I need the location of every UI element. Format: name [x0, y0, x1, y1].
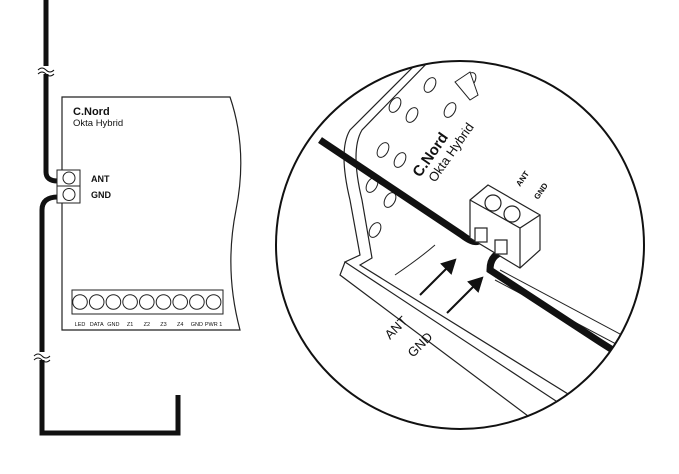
detail-magnifier: C.Nord Okta Hybrid ANT GND ANT GND [275, 60, 645, 430]
detail-wire-ant: ANT [382, 313, 411, 342]
vent-holes [365, 72, 477, 238]
detail-block-gnd: GND [532, 181, 550, 201]
io-terminal [88, 294, 105, 310]
io-terminal [155, 294, 172, 310]
detail-terminal-block [469, 184, 541, 269]
magnifier-circle [275, 60, 645, 430]
io-terminal [72, 294, 88, 310]
pin-label: LED [75, 322, 86, 328]
io-terminal [205, 294, 222, 310]
pin-label: GND [107, 322, 119, 328]
io-terminal [172, 294, 188, 310]
pin-label: PWR 1 [205, 322, 222, 328]
pin-label: Z3 [160, 322, 166, 328]
io-terminal [122, 294, 138, 310]
pin-label: Z4 [177, 322, 183, 328]
gnd-terminal-label: GND [91, 190, 112, 200]
gnd-wire [39, 194, 181, 436]
pin-label: Z1 [127, 322, 133, 328]
detail-block-ant: ANT [514, 169, 531, 188]
pin-label: DATA [90, 322, 104, 328]
board-outline [61, 96, 242, 331]
io-terminal [189, 294, 205, 310]
detail-wire-gnd: GND [405, 329, 436, 360]
pin-label: Z2 [144, 322, 150, 328]
ant-terminal-label: ANT [91, 174, 110, 184]
antenna-terminal-block [56, 169, 81, 204]
io-terminal [105, 294, 122, 310]
insert-arrows [419, 258, 484, 314]
pin-label: GND [191, 322, 203, 328]
board-brand: C.Nord [73, 106, 110, 118]
ant-wire [43, 0, 59, 184]
board-model: Okta Hybrid [73, 118, 123, 129]
io-connector-strip [71, 289, 224, 315]
wire-break-bottom [33, 352, 51, 363]
io-terminal [139, 294, 155, 310]
wire-break-top [37, 66, 55, 77]
